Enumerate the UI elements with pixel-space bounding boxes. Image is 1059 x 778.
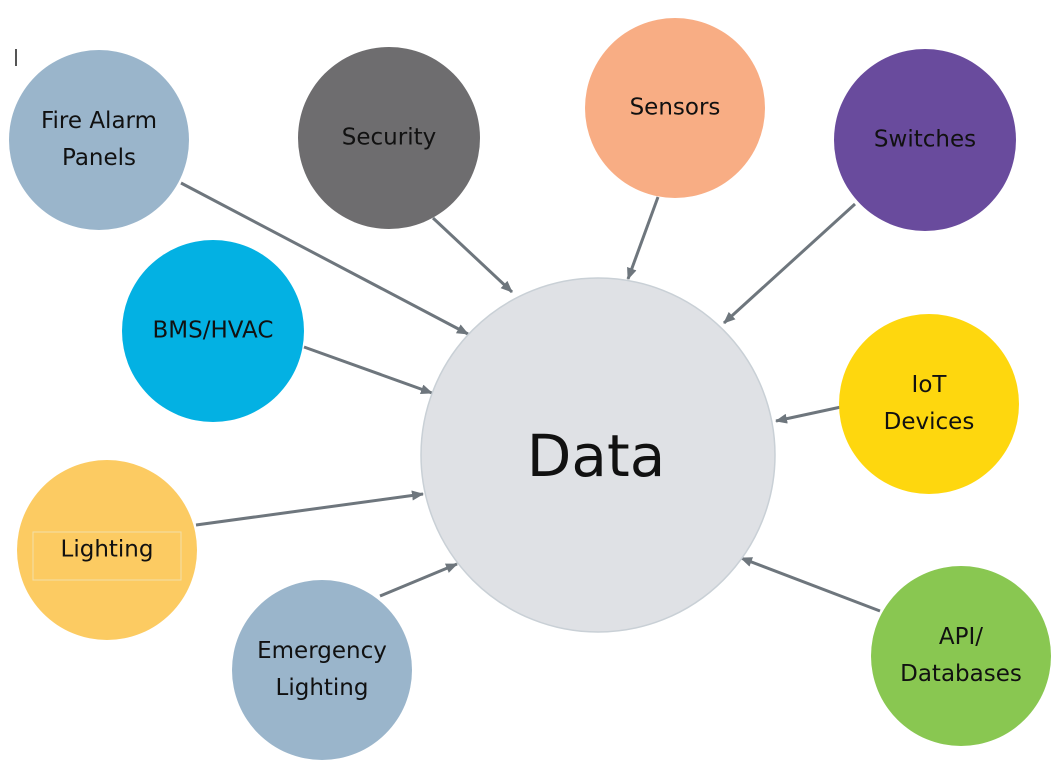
arrow-api-databases (740, 556, 881, 613)
node-label-emergency-lighting: Lighting (276, 675, 369, 701)
node-label-lighting: Lighting (61, 537, 154, 563)
arrow-iot-devices (775, 405, 842, 424)
arrow-lighting (195, 490, 424, 527)
arrow-switches (722, 202, 857, 325)
node-circle-iot-devices (839, 314, 1019, 494)
node-lighting: Lighting (17, 460, 197, 640)
node-bms-hvac: BMS/HVAC (122, 240, 304, 422)
center-node: Data (420, 277, 776, 633)
arrow-emergency-lighting (379, 562, 458, 598)
node-circle-security (298, 47, 480, 229)
node-circle-bms-hvac (122, 240, 304, 422)
node-label-security: Security (342, 125, 436, 151)
text-cursor-mark (15, 49, 17, 66)
node-label-fire-alarm-panels: Fire Alarm (41, 108, 157, 134)
center-label: Data (527, 422, 666, 490)
arrow-security (431, 216, 514, 294)
node-label-emergency-lighting: Emergency (257, 638, 387, 664)
node-circle-lighting (17, 460, 197, 640)
node-sensors: Sensors (585, 18, 765, 198)
node-label-iot-devices: Devices (884, 409, 975, 435)
lighting-label-frame (32, 531, 182, 581)
node-label-iot-devices: IoT (912, 372, 948, 398)
node-circle-switches (834, 49, 1016, 231)
node-circle-emergency-lighting (232, 580, 412, 760)
arrows-layer (180, 181, 881, 613)
arrow-bms-hvac (303, 345, 433, 395)
node-switches: Switches (834, 49, 1016, 231)
center-circle (420, 277, 776, 633)
node-security: Security (298, 47, 480, 229)
node-label-switches: Switches (874, 127, 976, 153)
node-label-bms-hvac: BMS/HVAC (153, 318, 274, 344)
arrow-fire-alarm-panels (180, 181, 469, 336)
node-circle-api-databases (871, 566, 1051, 746)
node-circle-fire-alarm-panels (9, 50, 189, 230)
node-label-fire-alarm-panels: Panels (62, 145, 136, 171)
node-circle-sensors (585, 18, 765, 198)
node-label-api-databases: Databases (900, 661, 1022, 687)
node-label-api-databases: API/ (939, 624, 983, 650)
node-api-databases: API/Databases (871, 566, 1051, 746)
node-label-sensors: Sensors (630, 95, 721, 121)
node-iot-devices: IoT Devices (839, 314, 1019, 494)
arrow-sensors (626, 196, 660, 280)
